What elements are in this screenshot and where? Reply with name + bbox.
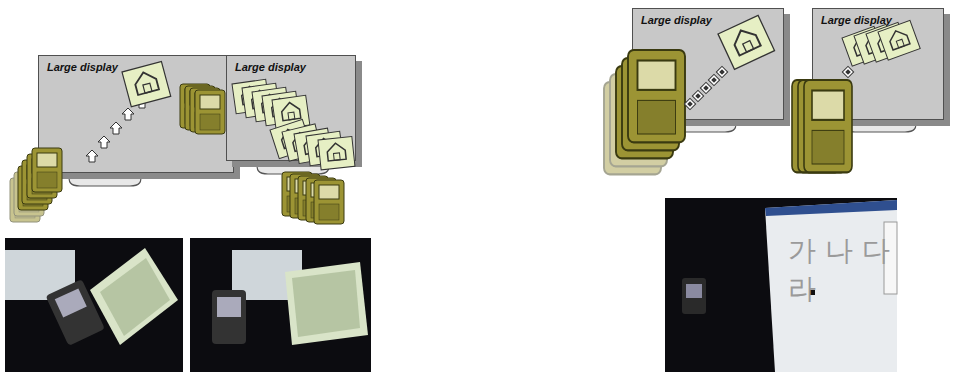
screen-text: 가 나 다 — [788, 232, 890, 270]
display-label: Large display — [821, 14, 892, 26]
display-label: Large display — [47, 61, 118, 73]
screen-text: 라 — [788, 270, 816, 308]
display-label: Large display — [235, 61, 306, 73]
display-label: Large display — [641, 14, 712, 26]
